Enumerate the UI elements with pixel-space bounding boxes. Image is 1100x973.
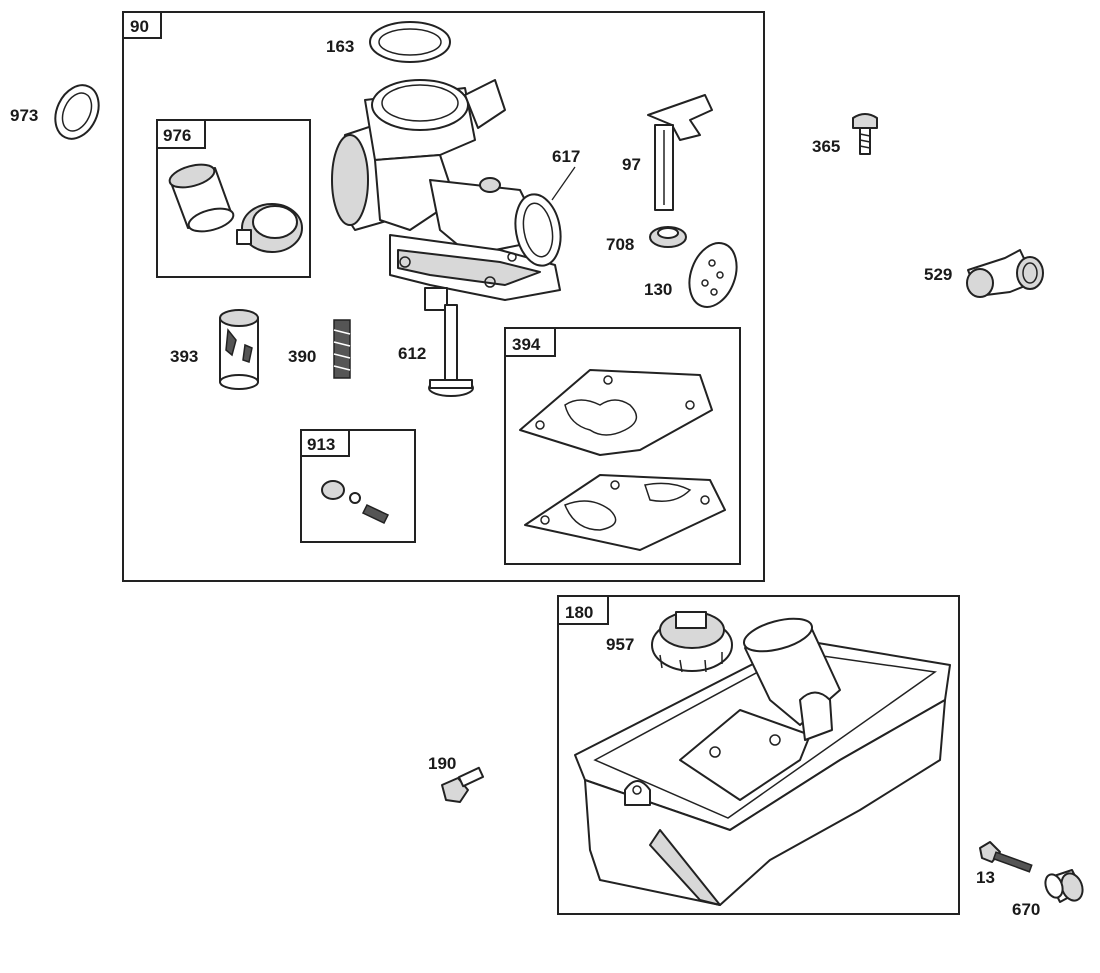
- box-913-tag: 913: [307, 435, 335, 454]
- box-976-tag: 976: [163, 126, 191, 145]
- part-163-o-ring: [369, 21, 451, 63]
- part-13-bolt: [979, 841, 1033, 873]
- part-130-throttle-plate: [688, 242, 738, 308]
- label-617: 617: [552, 147, 580, 166]
- box-394-tag: 394: [512, 335, 541, 354]
- part-617-throat-ring: [514, 166, 576, 267]
- part-670-spacer: [1044, 869, 1084, 903]
- box-394: 394: [504, 327, 741, 565]
- label-529: 529: [924, 265, 952, 284]
- part-394-gasket-upper: [519, 369, 713, 456]
- part-365-screw: [852, 113, 878, 155]
- box-180: 180 957: [557, 595, 960, 915]
- part-913-needle-seat: [321, 480, 390, 524]
- carburetor-body: [331, 79, 561, 301]
- box-976: 976: [156, 119, 311, 278]
- label-390: 390: [288, 347, 316, 366]
- part-976-clip-ring: [236, 203, 303, 253]
- label-670: 670: [1012, 900, 1040, 919]
- box-90-tag: 90: [130, 17, 149, 36]
- part-957-fuel-cap: [651, 611, 733, 673]
- label-708: 708: [606, 235, 634, 254]
- part-97-throttle-shaft: [647, 94, 713, 211]
- part-529-elbow-hose: [966, 249, 1044, 298]
- part-973-seal-ring: [54, 84, 100, 140]
- label-393: 393: [170, 347, 198, 366]
- box-180-tag: 180: [565, 603, 593, 622]
- part-612-bowl-post: [424, 287, 474, 397]
- part-708-seal: [649, 226, 687, 248]
- part-180-fuel-tank: [574, 617, 951, 906]
- label-97: 97: [622, 155, 641, 174]
- label-957: 957: [606, 635, 634, 654]
- label-612: 612: [398, 344, 426, 363]
- part-976-float-sleeve: [168, 163, 235, 233]
- label-163: 163: [326, 37, 354, 56]
- part-390-spring: [333, 319, 351, 379]
- label-130: 130: [644, 280, 672, 299]
- box-913: 913: [300, 429, 416, 543]
- label-190: 190: [428, 754, 456, 773]
- part-190-bolt: [441, 766, 485, 803]
- label-973: 973: [10, 106, 38, 125]
- part-394-gasket-lower: [524, 474, 726, 551]
- box-90: 90: [122, 11, 765, 582]
- part-393-float-cylinder: [219, 309, 259, 390]
- label-365: 365: [812, 137, 840, 156]
- label-13: 13: [976, 868, 995, 887]
